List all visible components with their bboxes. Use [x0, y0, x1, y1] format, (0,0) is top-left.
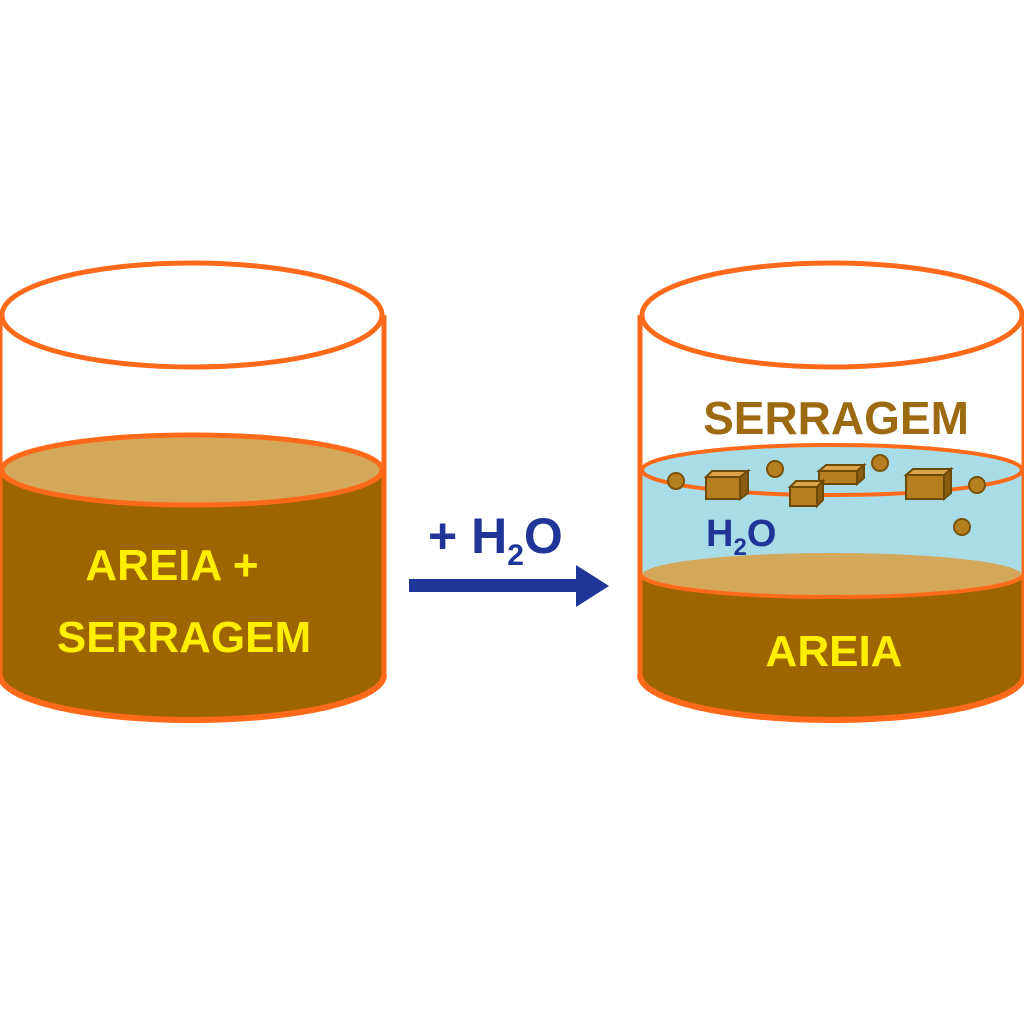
arrow-head — [576, 565, 609, 607]
sawdust-grain — [968, 476, 986, 494]
sawdust-grain — [766, 460, 784, 478]
sand-surface — [642, 553, 1022, 597]
sawdust-grain — [871, 454, 889, 472]
sawdust-grain — [667, 472, 685, 490]
water-label-subscript: 2 — [733, 534, 746, 561]
water-label: H2O — [706, 513, 776, 561]
arrow-label-suffix: O — [524, 508, 563, 564]
left-mixture-surface — [0, 432, 385, 508]
left-mixture-label-line2: SERRAGEM — [57, 613, 311, 662]
right-beaker-bottom — [637, 674, 1024, 723]
left-mixture-label-line1: AREIA + — [85, 541, 258, 590]
sawdust-label: SERRAGEM — [703, 392, 969, 444]
right-beaker: SERRAGEM H2O AREIA — [637, 260, 1024, 723]
sawdust-chip — [816, 462, 867, 487]
arrow-shaft — [409, 579, 581, 592]
sawdust-chip — [703, 469, 751, 501]
right-beaker-rim — [639, 260, 1024, 370]
sand-surface-edge — [640, 574, 1024, 599]
sand-label: AREIA — [766, 627, 903, 676]
left-beaker-bottom — [0, 674, 387, 723]
water-label-prefix: H — [706, 513, 733, 555]
arrow-label-subscript: 2 — [507, 539, 524, 572]
sawdust-chips — [703, 462, 954, 509]
sawdust-grain — [953, 518, 971, 536]
left-mixture-body — [0, 470, 384, 720]
sawdust-particles — [667, 454, 986, 536]
sand-layer — [640, 575, 1024, 720]
left-beaker-rim — [0, 260, 385, 370]
arrow-label-prefix: + H — [428, 508, 507, 564]
water-label-suffix: O — [747, 513, 777, 555]
sawdust-chip — [903, 466, 954, 502]
arrow-label: + H2O — [428, 508, 563, 572]
sawdust-chip — [787, 478, 826, 509]
add-water-arrow: + H2O — [409, 508, 609, 607]
left-beaker: AREIA + SERRAGEM — [0, 260, 387, 723]
